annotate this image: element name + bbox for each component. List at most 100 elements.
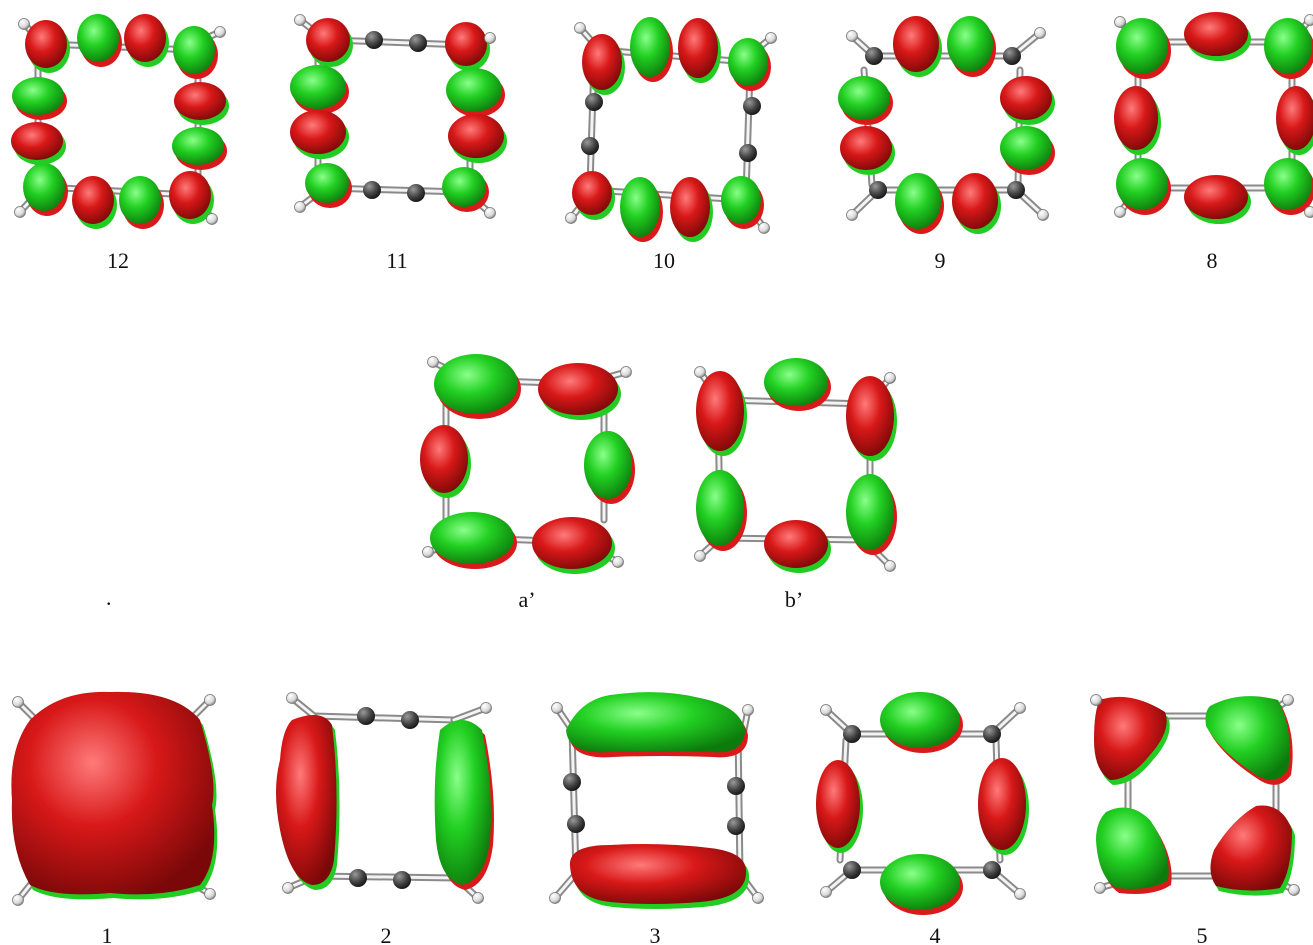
hydrogen-atom (13, 697, 24, 708)
hydrogen-atom (821, 705, 832, 716)
carbon-atom (739, 144, 757, 162)
lobe-positive (1116, 158, 1168, 210)
hydrogen-atom (485, 33, 496, 44)
lobe-negative (1210, 806, 1292, 891)
lobe-negative (1094, 697, 1167, 780)
lobe-positive (12, 77, 64, 115)
hydrogen-atom (885, 373, 896, 384)
hydrogen-atom (695, 367, 706, 378)
lobe-negative (816, 760, 860, 848)
lobe-negative (445, 22, 487, 66)
label-9: 9 (935, 248, 946, 273)
lobe-negative (696, 371, 744, 451)
lobe-positive (434, 354, 518, 414)
hydrogen-atom (1305, 15, 1313, 26)
lobe-positive (696, 470, 744, 546)
lobe-negative (1276, 86, 1313, 150)
carbon-atom (727, 777, 745, 795)
hydrogen-atom (821, 887, 832, 898)
lobe-negative (978, 758, 1026, 850)
hydrogen-atom (485, 208, 496, 219)
lobe-negative (1000, 76, 1052, 120)
hydrogen-atom (423, 547, 434, 558)
hydrogen-atom (215, 27, 226, 38)
hydrogen-atom (1115, 17, 1126, 28)
carbon-atom (581, 137, 599, 155)
lobe-negative (448, 114, 504, 158)
lobe-positive (435, 720, 491, 885)
label-3: 3 (650, 923, 661, 945)
carbon-atom (983, 861, 1001, 879)
lobe-positive (290, 65, 346, 109)
lobe-positive (838, 76, 890, 120)
lobe-negative (1114, 86, 1158, 150)
hydrogen-atom (847, 210, 858, 221)
lobe-negative (276, 715, 337, 885)
label-1: 1 (102, 923, 113, 945)
lobe-negative (124, 14, 166, 62)
lobe-positive (442, 167, 486, 207)
lobe-positive (1096, 808, 1169, 890)
hydrogen-atom (759, 223, 770, 234)
hydrogen-atom (1095, 883, 1106, 894)
lobe-positive (173, 26, 215, 74)
hydrogen-atom (552, 703, 563, 714)
hydrogen-atom (743, 705, 754, 716)
lobe-positive (947, 16, 993, 72)
hydrogen-atom (575, 23, 586, 34)
lobe-positive (172, 127, 224, 165)
label-2: 2 (381, 923, 392, 945)
carbon-atom (865, 47, 883, 65)
carbon-atom (983, 725, 1001, 743)
lobe-positive (1206, 696, 1290, 780)
label-8: 8 (1207, 248, 1218, 273)
lobe-negative (678, 18, 718, 78)
lobe-negative (570, 844, 746, 904)
carbon-atom (393, 871, 411, 889)
hydrogen-atom (428, 357, 439, 368)
lobe-positive (728, 38, 768, 86)
hydrogen-atom (1038, 210, 1049, 221)
lobe-negative (670, 177, 710, 237)
label-11: 11 (386, 248, 407, 273)
carbon-atom (349, 869, 367, 887)
carbon-atom (727, 817, 745, 835)
carbon-atom (407, 184, 425, 202)
label-a-prime: a’ (518, 587, 535, 612)
hydrogen-atom (1289, 885, 1300, 896)
carbon-atom (585, 93, 603, 111)
hydrogen-atom (621, 367, 632, 378)
hydrogen-atom (481, 703, 492, 714)
hydrogen-atom (13, 895, 24, 906)
carbon-atom (401, 711, 419, 729)
lobe-negative (572, 171, 612, 215)
label-b-prime: b’ (785, 587, 803, 612)
lobe-negative (72, 176, 114, 224)
lobe-positive (895, 173, 941, 229)
carbon-atom (363, 181, 381, 199)
hydrogen-atom (1305, 207, 1313, 218)
lobe-negative (764, 520, 828, 568)
lobe-negative (420, 425, 468, 493)
hydrogen-atom (205, 695, 216, 706)
carbon-atom (357, 707, 375, 725)
carbon-atom (843, 861, 861, 879)
hydrogen-atom (19, 19, 30, 30)
lobe-positive (1264, 158, 1312, 210)
hydrogen-atom (753, 893, 764, 904)
carbon-atom (563, 773, 581, 791)
lobe-positive (846, 474, 894, 550)
carbon-atom (567, 815, 585, 833)
stray-dot: . (106, 585, 112, 610)
hydrogen-atom (473, 893, 484, 904)
lobe-negative (306, 18, 350, 62)
lobe-positive (446, 68, 502, 112)
hydrogen-atom (283, 883, 294, 894)
hydrogen-atom (287, 693, 298, 704)
lobe-positive (584, 431, 632, 499)
lobe-negative (846, 376, 894, 456)
hydrogen-atom (566, 213, 577, 224)
lobe-positive (305, 163, 349, 203)
lobe-positive (430, 512, 514, 564)
